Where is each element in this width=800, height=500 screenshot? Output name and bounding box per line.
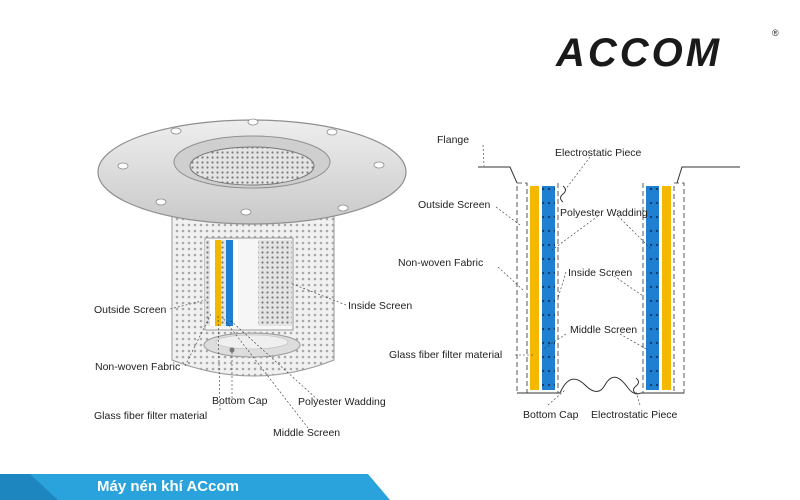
right-cross-section: [478, 166, 740, 395]
glass-fiber-layer: [215, 240, 221, 326]
label-glass-fiber-left: Glass fiber filter material: [94, 410, 207, 422]
label-bottom-cap-left: Bottom Cap: [212, 395, 268, 407]
left-glass-fiber: [530, 186, 539, 390]
label-polyester-right: Polyester Wadding: [560, 207, 648, 219]
label-middle-screen-right: Middle Screen: [570, 324, 637, 336]
right-outside-screen: [673, 182, 685, 394]
left-outside-screen: [516, 182, 528, 394]
label-electrostatic-top: Electrostatic Piece: [555, 147, 642, 159]
polyester-layer: [226, 240, 233, 326]
left-labels: Outside Screen Inside Screen Non-woven F…: [94, 300, 412, 439]
label-non-woven-right: Non-woven Fabric: [398, 257, 483, 269]
gap-layer: [233, 240, 238, 326]
label-inside-screen-left: Inside Screen: [348, 300, 412, 312]
label-electrostatic-bottom: Electrostatic Piece: [591, 409, 678, 421]
non-woven-layer: [210, 240, 215, 326]
label-glass-fiber-right: Glass fiber filter material: [389, 349, 502, 361]
label-non-woven-left: Non-woven Fabric: [95, 361, 180, 373]
inner-mesh-opening: [189, 146, 315, 186]
flange-line-left: [478, 166, 518, 184]
footer-text: Máy nén khí ACcom: [97, 478, 239, 495]
flange-bolt-holes: [117, 118, 385, 216]
right-glass-fiber: [662, 186, 671, 390]
label-flange: Flange: [437, 134, 469, 146]
outside-screen-layer: [205, 240, 210, 326]
label-inside-screen-right: Inside Screen: [568, 267, 632, 279]
accom-logo: ACCOM ®: [555, 28, 779, 75]
label-outside-screen-left: Outside Screen: [94, 304, 167, 316]
left-polyester: [542, 186, 555, 390]
logo-registered-mark: ®: [772, 28, 779, 38]
left-filter-illustration: [97, 118, 407, 377]
footer-banner: [0, 474, 390, 500]
label-bottom-cap-right: Bottom Cap: [523, 409, 579, 421]
inside-screen-layer: [258, 240, 292, 326]
electrostatic-piece-bottom: [633, 377, 639, 395]
left-leader-lines: [169, 282, 347, 429]
right-polyester: [646, 186, 659, 390]
flange-line-right: [676, 166, 740, 184]
electrostatic-piece-top: [560, 185, 566, 203]
logo-text: ACCOM: [555, 31, 722, 75]
label-polyester-left: Polyester Wadding: [298, 396, 386, 408]
middle-screen-layer: [221, 240, 226, 326]
label-middle-screen-left: Middle Screen: [273, 427, 340, 439]
bottom-cap-wave: [559, 376, 642, 395]
label-outside-screen-right: Outside Screen: [418, 199, 491, 211]
right-leader-lines: [482, 144, 653, 406]
right-labels: Flange Electrostatic Piece Outside Scree…: [389, 134, 678, 421]
